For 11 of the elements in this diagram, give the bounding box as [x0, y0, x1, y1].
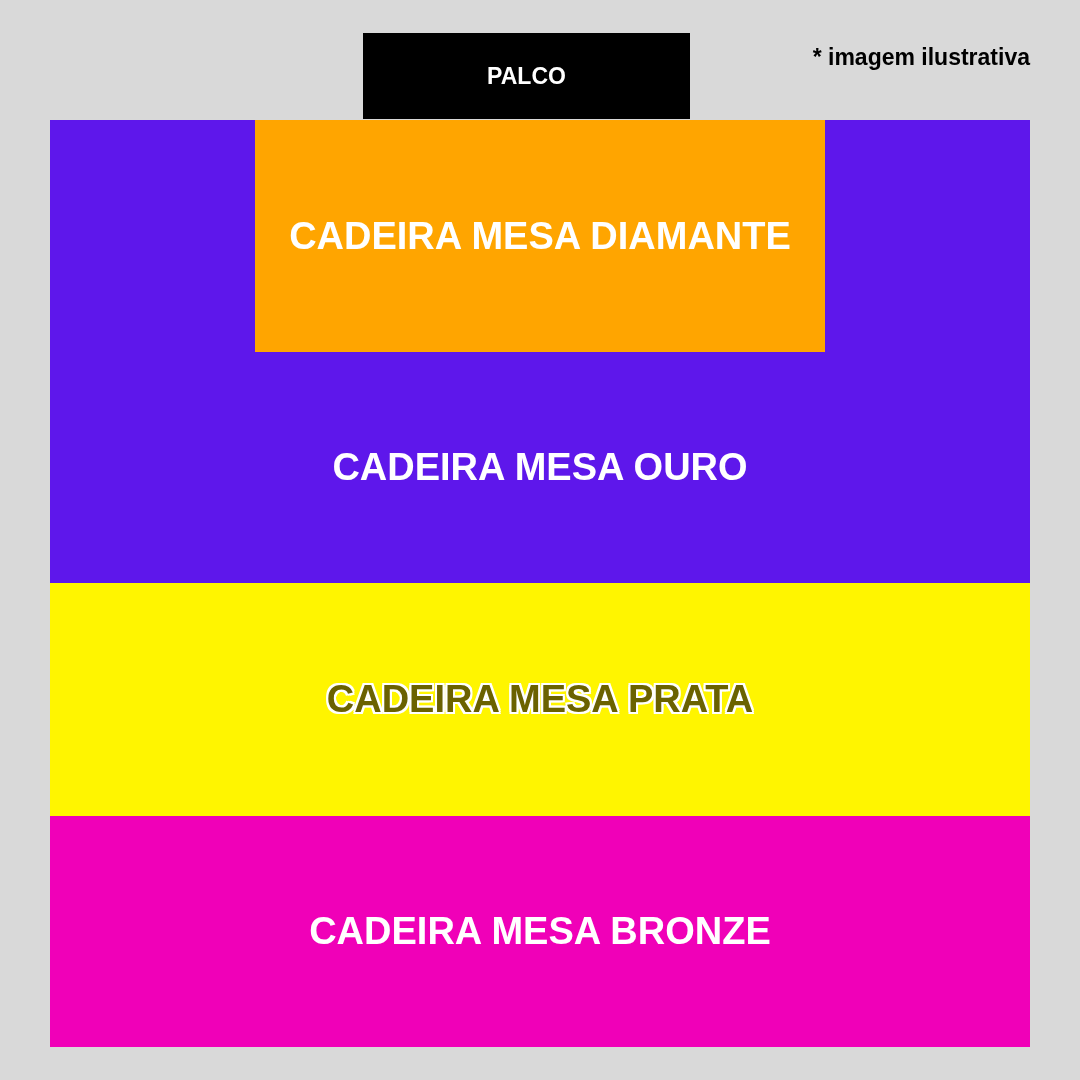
- seating-zone: [50, 120, 1030, 583]
- seating-zone: [255, 120, 825, 352]
- zone-label: CADEIRA MESA PRATA: [326, 678, 754, 721]
- zone-label: CADEIRA MESA BRONZE: [309, 910, 771, 953]
- stage-label: PALCO: [487, 62, 566, 90]
- zone-label: CADEIRA MESA OURO: [332, 446, 748, 489]
- seating-zone: [50, 816, 1030, 1047]
- seating-zone: [50, 583, 1030, 816]
- note-text: * imagem ilustrativa: [812, 44, 1030, 71]
- stage-block: [363, 33, 690, 119]
- zone-label: CADEIRA MESA DIAMANTE: [289, 214, 791, 258]
